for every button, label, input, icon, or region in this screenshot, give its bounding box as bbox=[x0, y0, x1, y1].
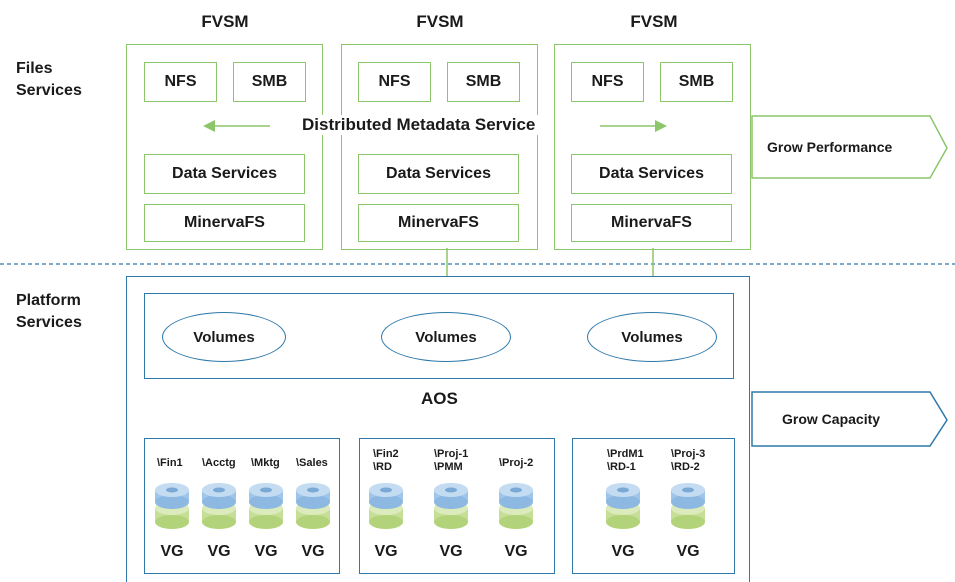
minervafs-box-1: MinervaFS bbox=[144, 204, 305, 242]
vg-group-box-3 bbox=[572, 438, 735, 574]
vg-label: VG bbox=[160, 543, 184, 560]
disk-icon bbox=[434, 483, 468, 529]
grow-performance-label: Grow Performance bbox=[767, 139, 893, 155]
disk-icon bbox=[499, 483, 533, 529]
vg-label: VG bbox=[301, 543, 325, 560]
aos-label: AOS bbox=[421, 389, 458, 408]
grow-performance-arrow-shape bbox=[751, 115, 948, 179]
disk-icon bbox=[155, 483, 189, 529]
platform-services-label: Platform Services bbox=[16, 292, 82, 331]
share-label: \Proj-1 \PMM bbox=[434, 448, 469, 473]
fvsm-title-3: FVSM bbox=[630, 12, 678, 31]
distributed-metadata-service-label: Distributed Metadata Service bbox=[296, 115, 542, 135]
volumes-ellipse-1: Volumes bbox=[162, 312, 286, 362]
share-label: \Mktg bbox=[251, 457, 280, 469]
vg-label: VG bbox=[504, 543, 528, 560]
share-label: \Fin2 \RD bbox=[373, 448, 399, 473]
fvsm-title-2: FVSM bbox=[416, 12, 464, 31]
disk-icon bbox=[202, 483, 236, 529]
vg-label: VG bbox=[374, 543, 398, 560]
minervafs-box-3: MinervaFS bbox=[571, 204, 732, 242]
smb-box-2: SMB bbox=[447, 62, 520, 102]
vg-label: VG bbox=[611, 543, 635, 560]
vg-label: VG bbox=[676, 543, 700, 560]
nfs-box-3: NFS bbox=[571, 62, 644, 102]
grow-capacity-arrow-shape bbox=[751, 391, 948, 447]
fvsm-title-1: FVSM bbox=[201, 12, 249, 31]
files-services-label: Files Services bbox=[16, 60, 82, 99]
data-services-box-3: Data Services bbox=[571, 154, 732, 194]
share-label: \PrdM1 \RD-1 bbox=[607, 448, 644, 473]
share-label: \Proj-3 \RD-2 bbox=[671, 448, 706, 473]
share-label: \Fin1 bbox=[157, 457, 183, 469]
share-label: \Proj-2 bbox=[499, 457, 534, 469]
nfs-box-2: NFS bbox=[358, 62, 431, 102]
volumes-ellipse-3: Volumes bbox=[587, 312, 717, 362]
share-label: \Acctg bbox=[202, 457, 236, 469]
smb-box-3: SMB bbox=[660, 62, 733, 102]
vg-label: VG bbox=[439, 543, 463, 560]
volumes-ellipse-2: Volumes bbox=[381, 312, 511, 362]
data-services-box-2: Data Services bbox=[358, 154, 519, 194]
disk-icon bbox=[296, 483, 330, 529]
disk-icon bbox=[369, 483, 403, 529]
vg-label: VG bbox=[254, 543, 278, 560]
disk-icon bbox=[249, 483, 283, 529]
share-label: \Sales bbox=[296, 457, 328, 469]
disk-icon bbox=[671, 483, 705, 529]
vg-label: VG bbox=[207, 543, 231, 560]
grow-capacity-label: Grow Capacity bbox=[782, 411, 881, 427]
nfs-box-1: NFS bbox=[144, 62, 217, 102]
smb-box-1: SMB bbox=[233, 62, 306, 102]
data-services-box-1: Data Services bbox=[144, 154, 305, 194]
disk-icon bbox=[606, 483, 640, 529]
minervafs-box-2: MinervaFS bbox=[358, 204, 519, 242]
